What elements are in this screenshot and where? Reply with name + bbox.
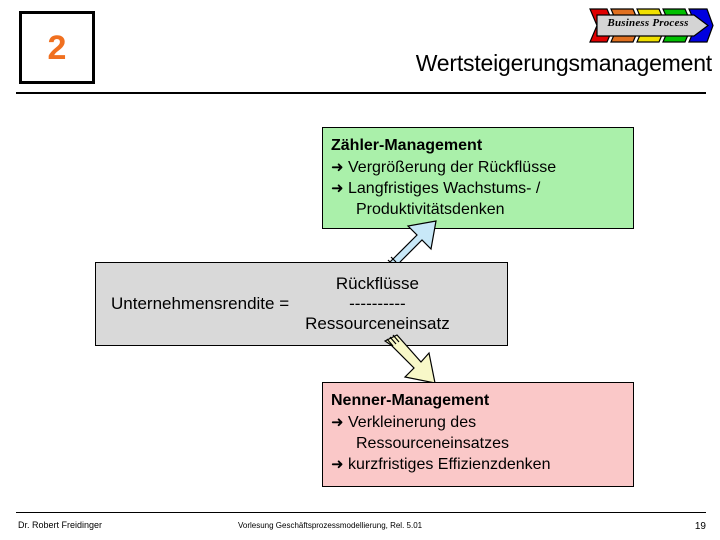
formula-box: Unternehmensrendite = Rückflüsse -------… xyxy=(95,262,508,346)
footer-page-number: 19 xyxy=(694,521,706,532)
denominator-bullet-1-continuation: Ressourceneinsatzes xyxy=(356,434,509,452)
numerator-bullet-2-continuation: Produktivitätsdenken xyxy=(356,200,505,218)
arrow-bullet-icon: ➜ xyxy=(331,455,344,473)
business-process-logo: Business Process xyxy=(589,8,714,44)
arrow-bullet-icon: ➜ xyxy=(331,179,344,197)
formula-left-hand-side: Unternehmensrendite = xyxy=(111,293,290,313)
formula-numerator: Rückflüsse xyxy=(335,273,419,293)
formula-divider-line: ---------- xyxy=(349,294,406,313)
numerator-bullet-1-text: Vergrößerung der Rückflüsse xyxy=(348,158,557,176)
numerator-bullet-1: ➜ Vergrößerung der Rückflüsse xyxy=(331,157,633,178)
arrow-bullet-icon: ➜ xyxy=(331,413,344,431)
denominator-bullet-1-text: Verkleinerung des xyxy=(348,413,477,431)
footer-author: Dr. Robert Freidinger xyxy=(18,520,103,530)
numerator-box-heading: Zähler-Management xyxy=(331,137,483,154)
formula-denominator: Ressourceneinsatz xyxy=(305,314,450,333)
footer-divider xyxy=(16,512,706,513)
numerator-bullet-2-text: Langfristiges Wachstums- / xyxy=(348,179,541,197)
footer-course: Vorlesung Geschäftsprozessmodellierung, … xyxy=(238,521,423,530)
formula-fraction: Rückflüsse ---------- Ressourceneinsatz xyxy=(305,274,450,334)
slide-number-text: 2 xyxy=(47,28,67,67)
arrow-bullet-icon: ➜ xyxy=(331,158,344,176)
logo-label: Business Process xyxy=(607,17,689,29)
numerator-bullet-2: ➜ Langfristiges Wachstums- / xyxy=(331,178,633,199)
slide-number-badge: 2 xyxy=(19,11,95,84)
formula-content: Unternehmensrendite = Rückflüsse -------… xyxy=(96,263,507,345)
header-divider xyxy=(16,92,706,94)
connector-arrow-down-icon xyxy=(381,333,451,389)
numerator-management-box: Zähler-Management ➜ Vergrößerung der Rüc… xyxy=(322,127,634,229)
denominator-box-heading: Nenner-Management xyxy=(331,392,490,409)
denominator-bullet-2: ➜ kurzfristiges Effizienzdenken xyxy=(331,454,633,475)
denominator-bullet-2-text: kurzfristiges Effizienzdenken xyxy=(348,455,551,473)
denominator-bullet-1: ➜ Verkleinerung des xyxy=(331,412,633,433)
logo-chevron-graphic xyxy=(589,8,714,43)
page-title: Wertsteigerungsmanagement xyxy=(415,50,712,76)
denominator-management-box: Nenner-Management ➜ Verkleinerung des Re… xyxy=(322,382,634,487)
